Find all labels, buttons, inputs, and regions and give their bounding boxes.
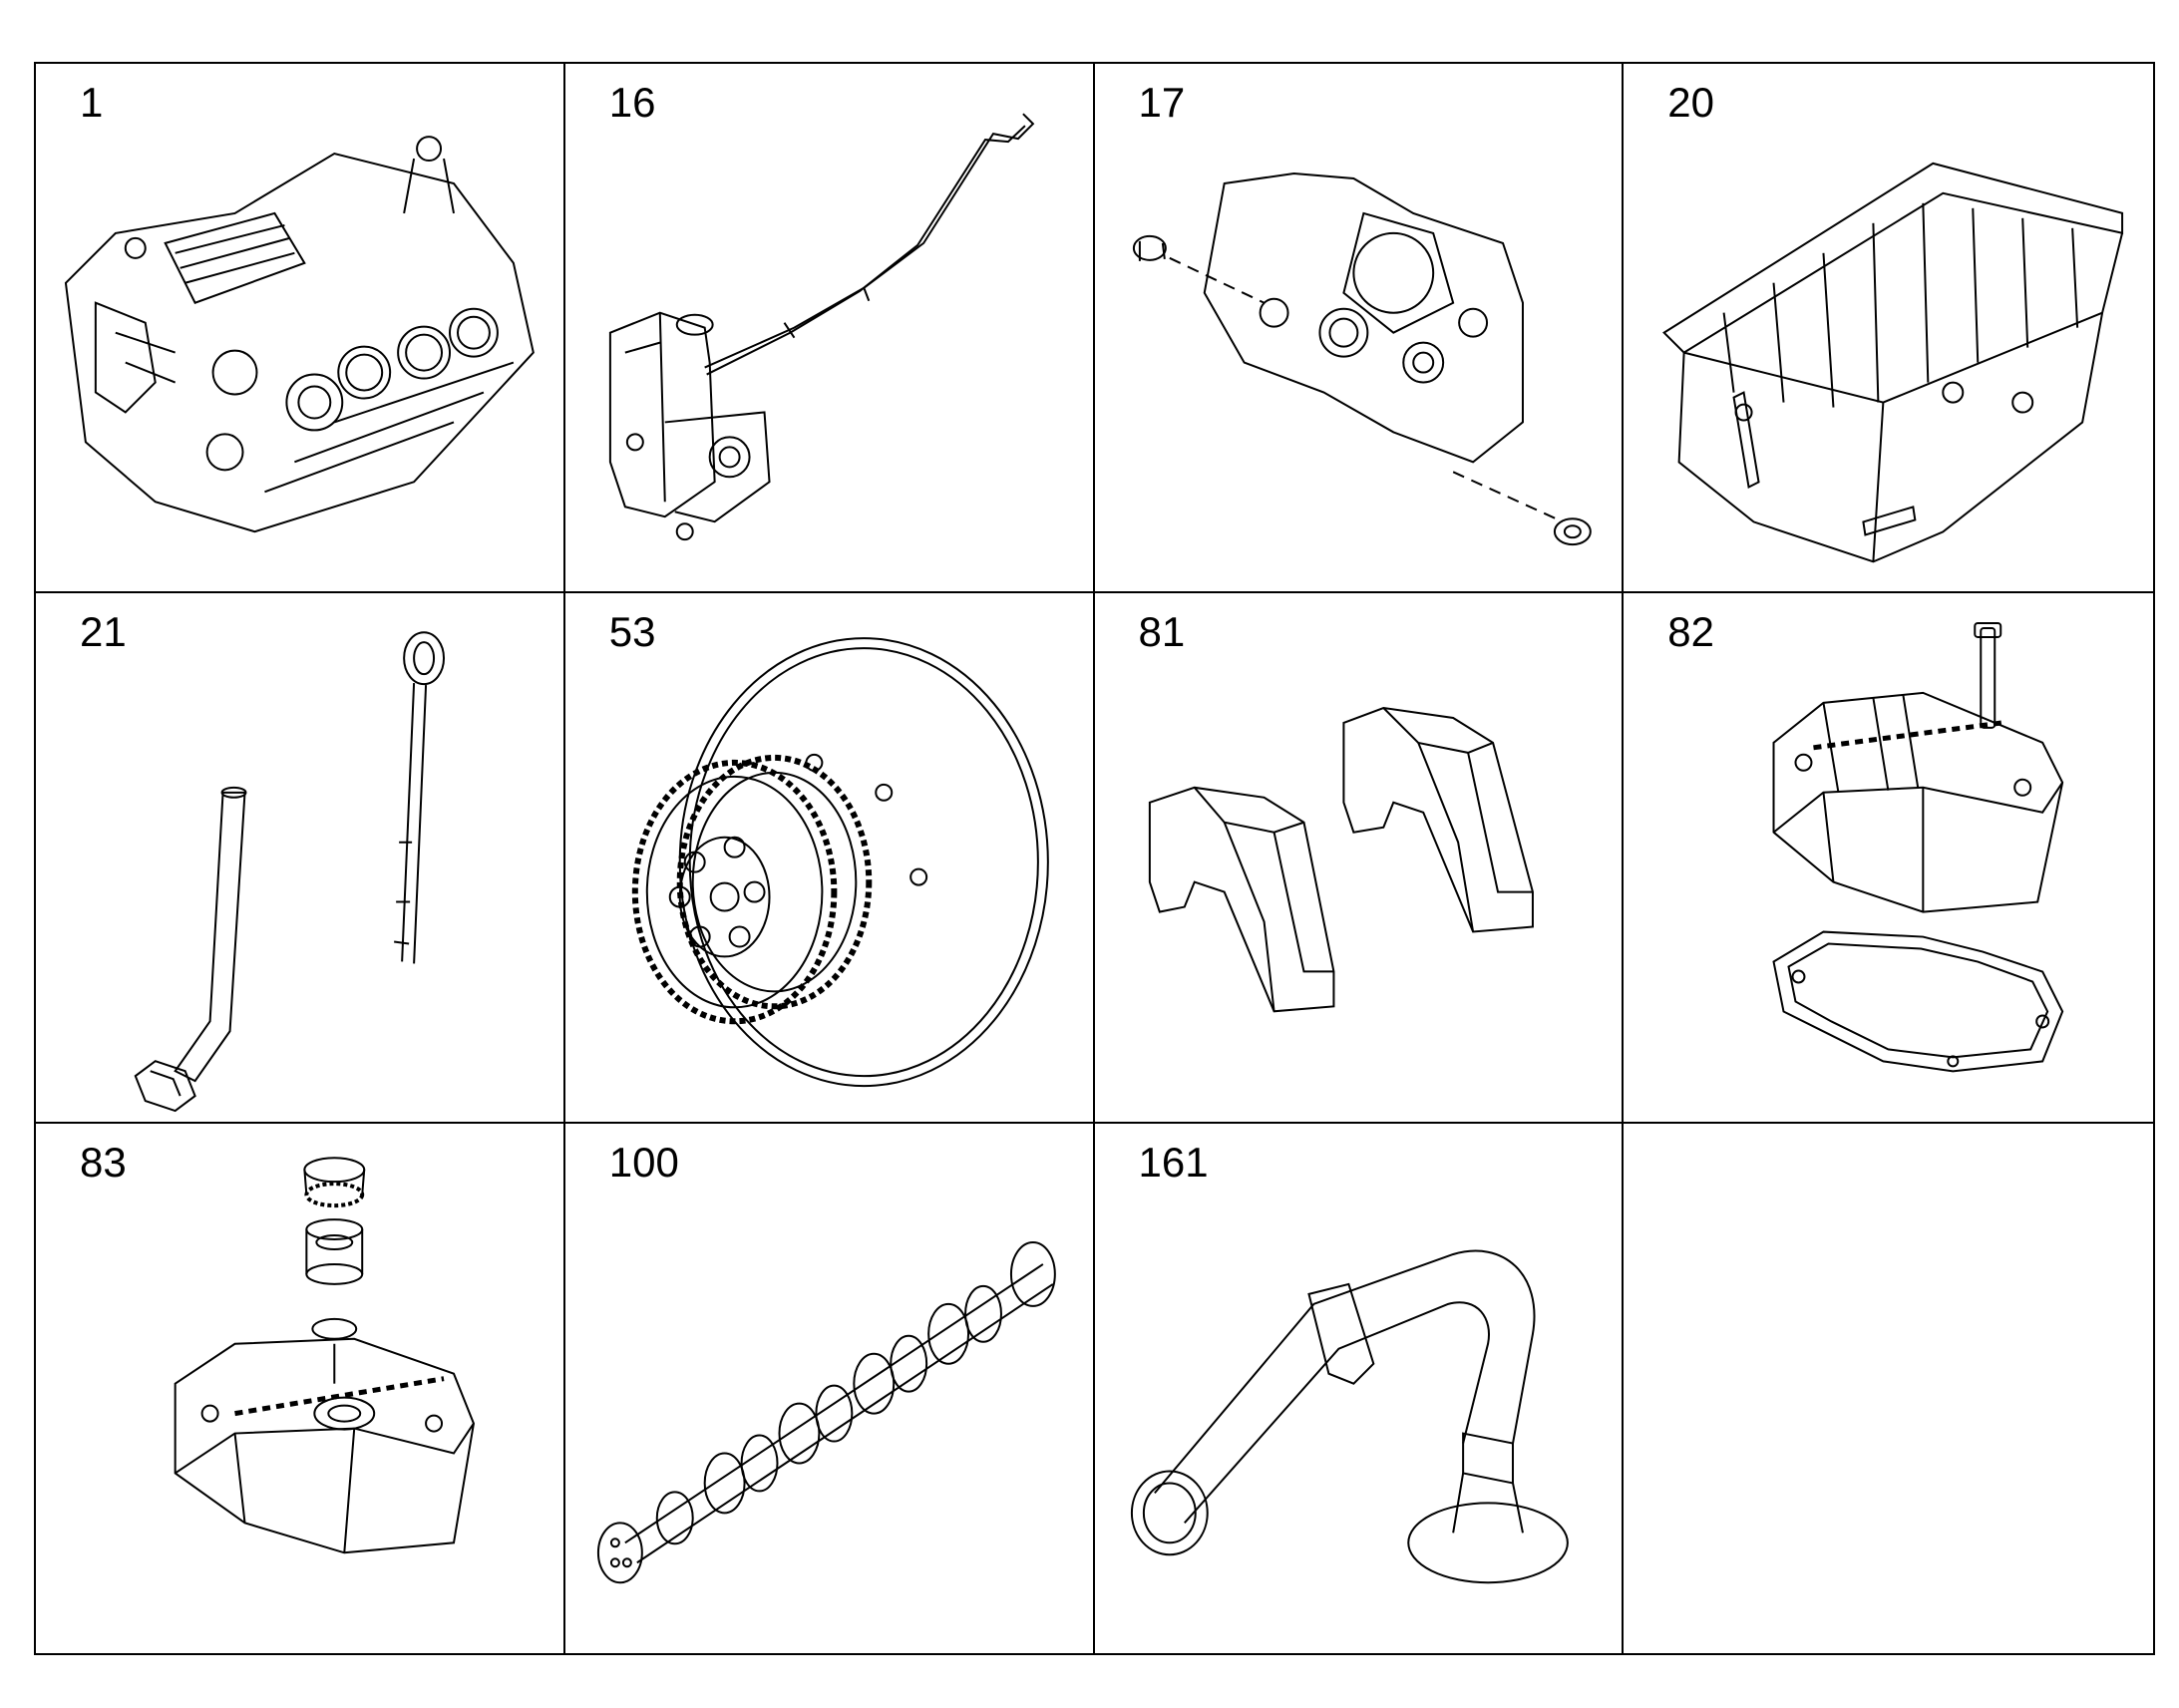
part-number: 161: [1138, 1138, 1209, 1186]
part-cell-81[interactable]: 81: [1094, 593, 1625, 1124]
dipstick-icon: [36, 593, 563, 1121]
part-number: 100: [608, 1138, 679, 1186]
part-number: 83: [80, 1138, 127, 1186]
oil-pump-icon: [565, 64, 1093, 591]
part-cell-16[interactable]: 16: [564, 64, 1095, 594]
engine-block-icon: [36, 64, 563, 591]
part-cell-83[interactable]: 83: [36, 1123, 565, 1653]
part-cell-1[interactable]: 1: [36, 64, 565, 594]
part-number: 21: [80, 608, 127, 656]
valve-cover-gasket-icon: [1624, 593, 2153, 1121]
timing-case-icon: [1095, 64, 1623, 591]
valve-cover-filler-cap-icon: [36, 1124, 563, 1653]
part-number: 81: [1138, 608, 1186, 656]
parts-grid: 1 16: [34, 62, 2155, 1655]
part-number: 17: [1138, 79, 1186, 126]
part-cell-20[interactable]: 20: [1624, 64, 2153, 594]
bearing-cap-icon: [1095, 593, 1623, 1121]
part-number: 16: [608, 79, 656, 126]
part-number: 20: [1667, 79, 1714, 126]
part-number: 53: [608, 608, 656, 656]
part-cell-161[interactable]: 161: [1095, 1123, 1625, 1653]
part-cell-21[interactable]: 21: [36, 593, 565, 1124]
oil-pan-icon: [1624, 64, 2153, 591]
part-cell-17[interactable]: 17: [1094, 64, 1625, 594]
part-number: 1: [80, 79, 104, 126]
camshaft-icon: [565, 1124, 1093, 1653]
empty-cell: [1624, 1124, 2153, 1653]
pipe-icon: [1095, 1124, 1623, 1653]
part-cell-53[interactable]: 53: [564, 593, 1095, 1124]
part-number: 82: [1667, 608, 1714, 656]
part-cell-100[interactable]: 100: [565, 1123, 1095, 1653]
part-cell-82[interactable]: 82: [1624, 593, 2153, 1124]
flywheel-gear-icon: [565, 593, 1093, 1121]
